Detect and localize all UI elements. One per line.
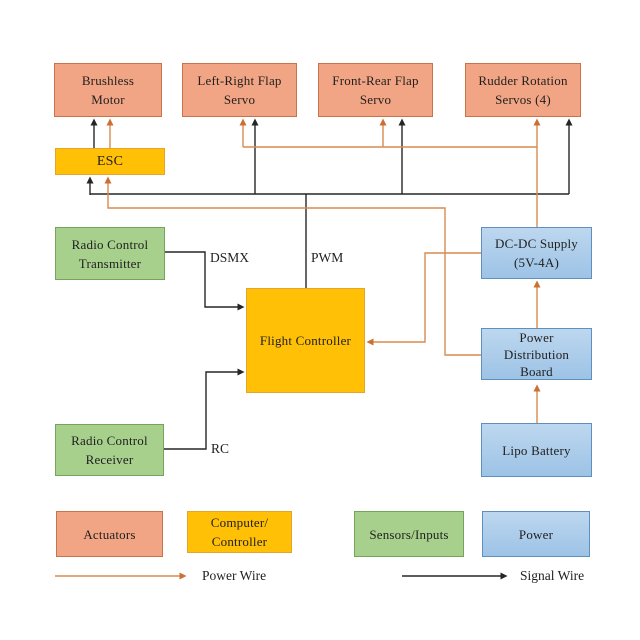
block-label: Board: [520, 363, 553, 379]
block-label: Receiver: [85, 452, 134, 467]
block-radio-control-receiver: Radio Control Receiver: [55, 424, 164, 476]
legend-label: Controller: [211, 534, 268, 549]
block-label: Power: [519, 329, 554, 345]
block-label: Radio Control: [71, 236, 149, 252]
wire-dcdc-to-flight-controller-power: [366, 252, 481, 346]
block-label: Motor: [91, 92, 125, 107]
block-label: (5V-4A): [514, 255, 559, 270]
block-label: ESC: [96, 154, 124, 169]
legend-power-wire-label: Power Wire: [202, 568, 267, 583]
block-lipo-battery: Lipo Battery: [481, 423, 592, 477]
wire-pdb-to-esc-power: [104, 176, 481, 356]
block-label: DC-DC Supply: [495, 236, 578, 251]
block-label: Servos (4): [495, 92, 551, 107]
block-label: Flight Controller: [259, 333, 352, 348]
block-power-distribution-board: Power Distribution Board: [481, 328, 592, 380]
legend-label: Power: [518, 526, 554, 542]
block-label: Servo: [223, 92, 256, 107]
legend-signal-wire-label: Signal Wire: [520, 568, 585, 583]
block-label: Lipo Battery: [502, 442, 571, 458]
block-label: Servo: [359, 92, 392, 107]
block-left-right-flap-servo: Left-Right Flap Servo: [182, 63, 297, 117]
block-label: Front-Rear Flap: [332, 73, 419, 88]
legend-label: Computer/: [210, 515, 269, 530]
wire-dsmx: [165, 251, 245, 311]
block-esc: ESC: [55, 148, 165, 175]
block-label: Distribution: [503, 346, 570, 362]
block-flight-controller: Flight Controller: [246, 288, 365, 393]
block-brushless-motor: Brushless Motor: [54, 63, 162, 117]
block-label: Transmitter: [78, 255, 142, 271]
legend-label: Sensors/Inputs: [369, 526, 449, 542]
block-label: Brushless: [81, 73, 135, 88]
block-rudder-rotation-servos: Rudder Rotation Servos (4): [465, 63, 581, 117]
block-label: Left-Right Flap: [197, 73, 282, 88]
block-front-rear-flap-servo: Front-Rear Flap Servo: [318, 63, 433, 117]
legend-computer-controller: Computer/ Controller: [187, 511, 292, 553]
block-label: Radio Control: [71, 433, 148, 448]
legend-label: Actuators: [83, 526, 136, 542]
block-radio-control-transmitter: Radio Control Transmitter: [55, 227, 165, 280]
block-dcdc-supply: DC-DC Supply (5V-4A): [481, 227, 592, 279]
wire-rc: [164, 368, 245, 450]
label-rc: RC: [211, 441, 230, 456]
block-label: Rudder Rotation: [478, 73, 568, 88]
legend-actuators: Actuators: [56, 511, 163, 557]
legend-power: Power: [482, 511, 590, 557]
legend-sensors-inputs: Sensors/Inputs: [354, 511, 464, 557]
label-dsmx: DSMX: [210, 250, 250, 265]
label-pwm: PWM: [311, 250, 344, 265]
